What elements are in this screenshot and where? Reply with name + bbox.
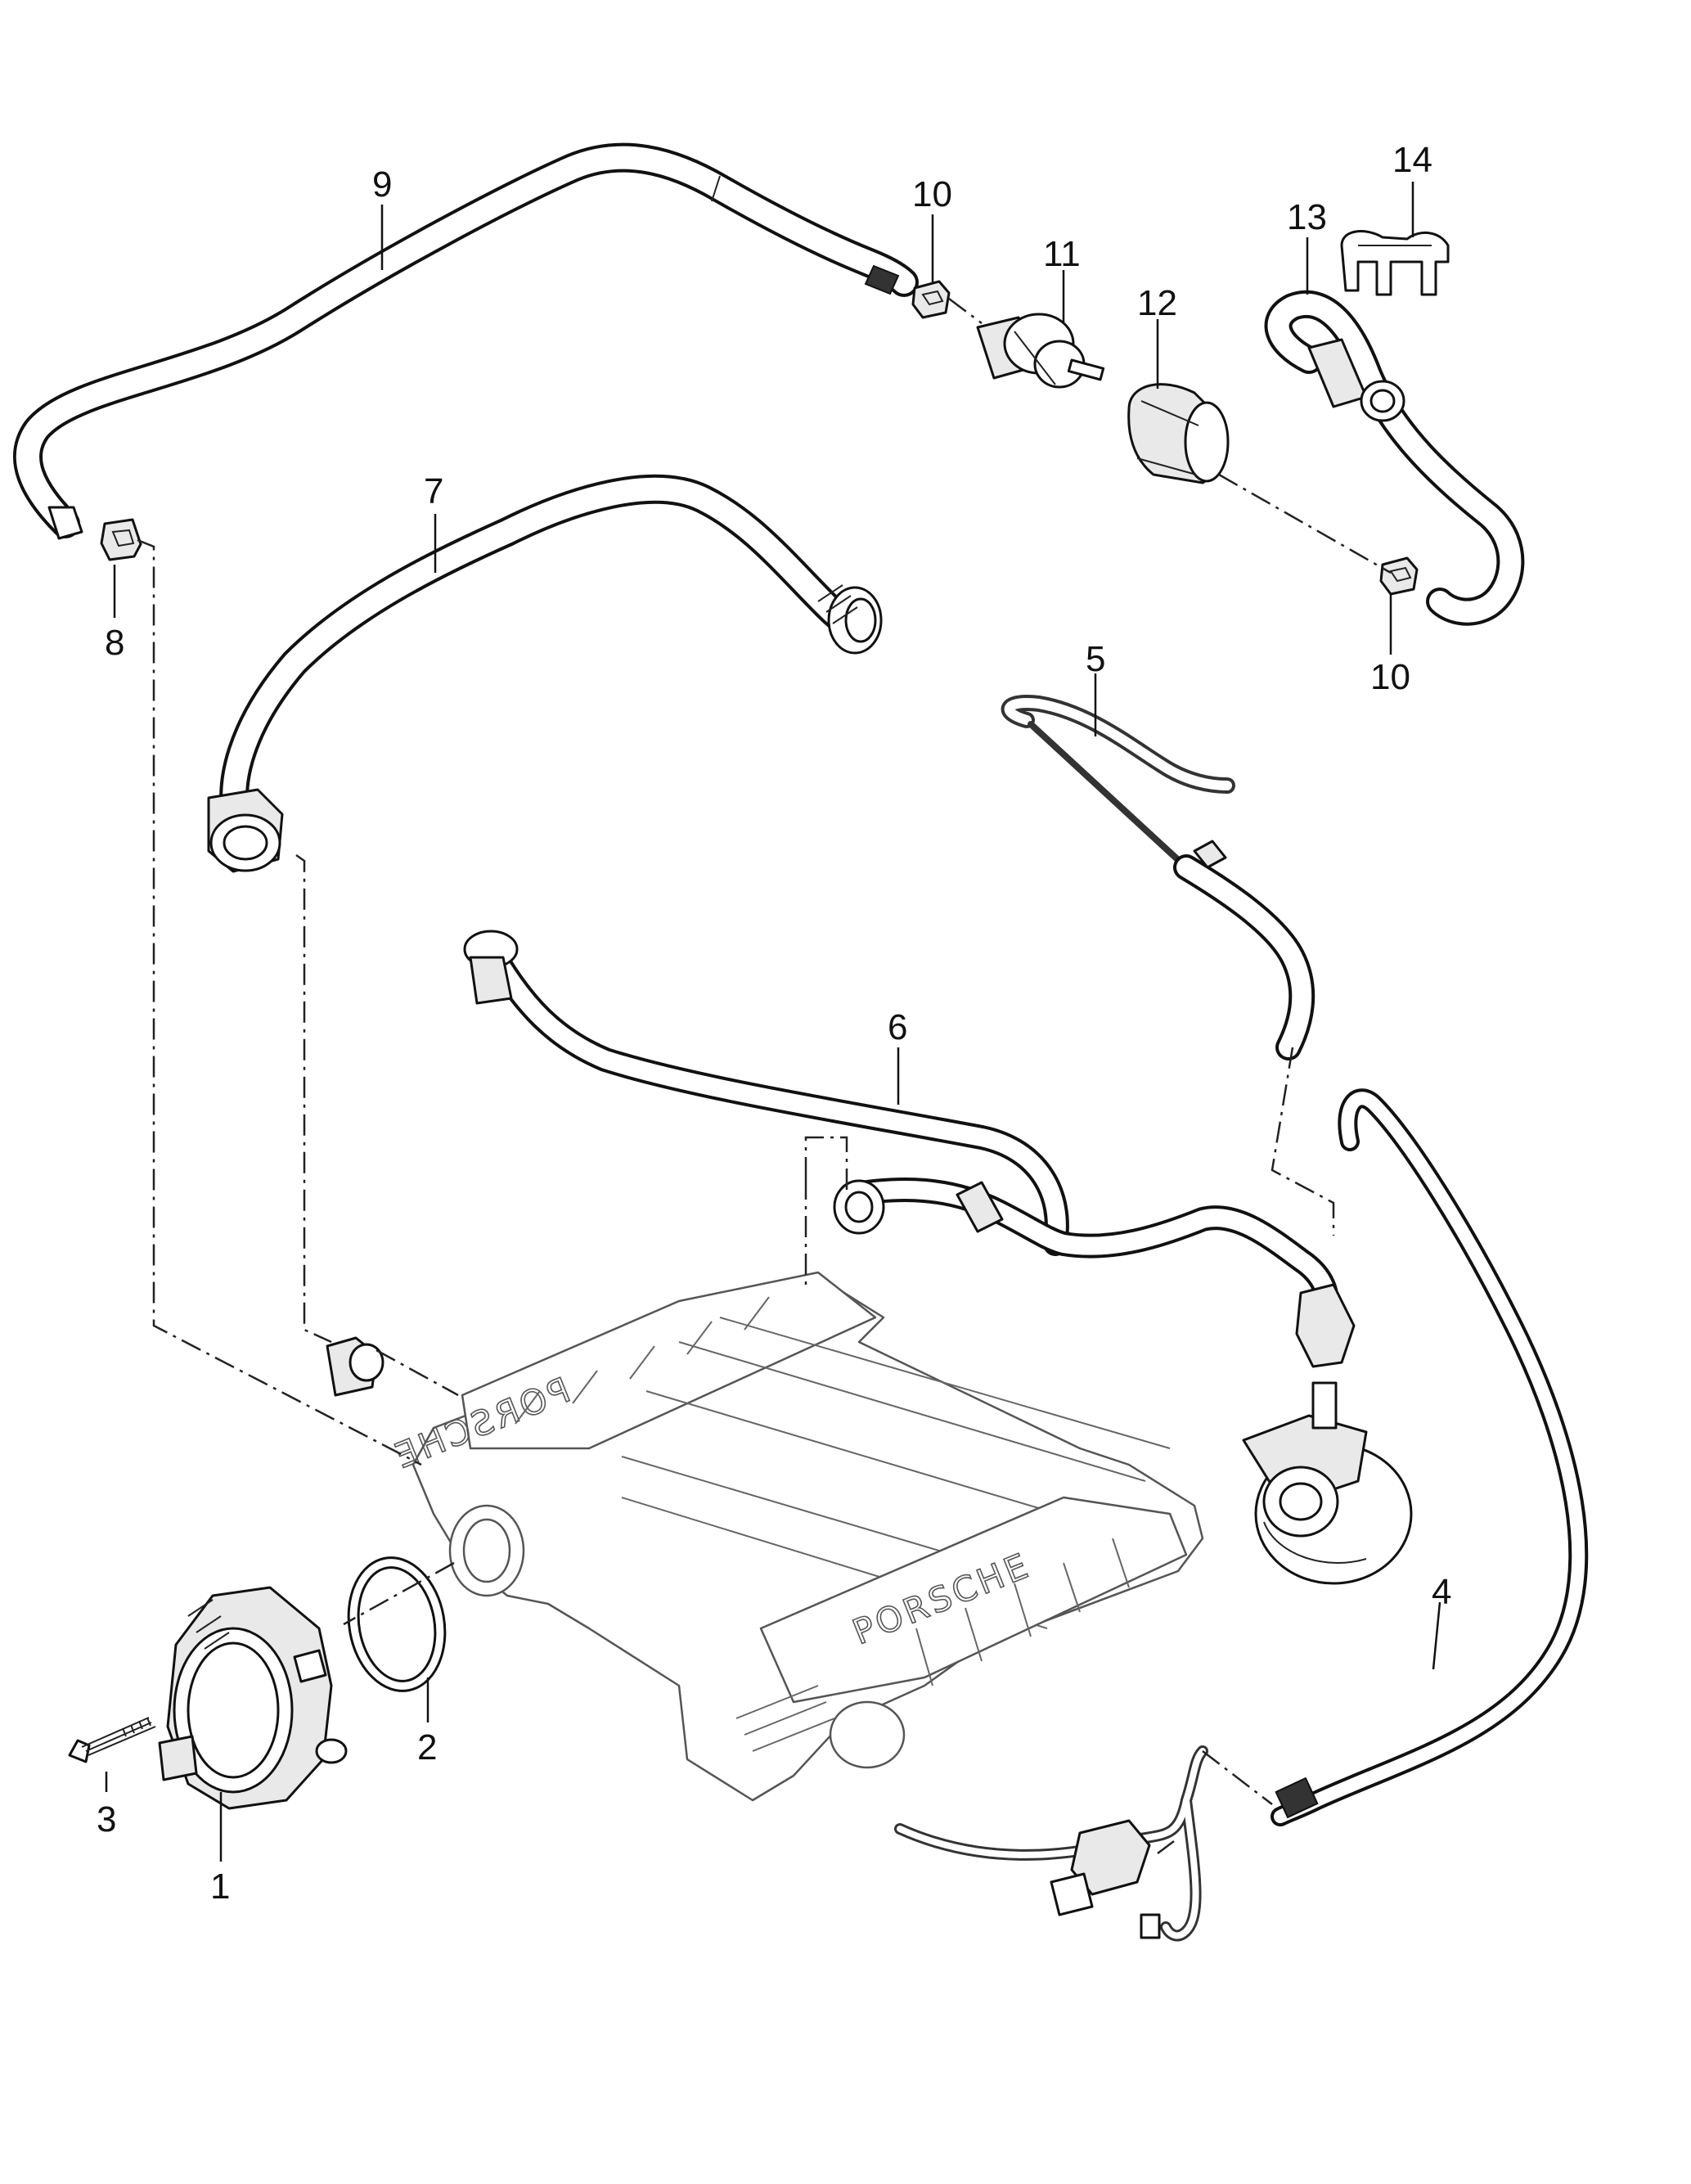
solenoid-line — [894, 1745, 1208, 1942]
clip-8 — [100, 518, 142, 561]
intake-manifold: PORSCHE PORSCHE — [326, 1271, 1204, 1802]
callout-2: 2 — [417, 1727, 437, 1767]
vacuum-pump — [1242, 1381, 1413, 1585]
valve-11 — [976, 313, 1105, 389]
callout-1: 1 — [210, 1867, 230, 1907]
callout-10-upper: 10 — [912, 174, 952, 214]
callouts: 1 2 3 4 5 6 7 8 9 10 10 11 12 13 14 — [97, 140, 1451, 1907]
filter-12 — [1127, 383, 1230, 484]
callout-13: 13 — [1287, 197, 1327, 237]
callout-5: 5 — [1086, 639, 1105, 679]
callout-12: 12 — [1137, 283, 1177, 323]
bolt-3 — [68, 1717, 156, 1763]
callout-7: 7 — [424, 471, 443, 511]
hose-13 — [1264, 290, 1525, 626]
callout-14: 14 — [1392, 140, 1432, 180]
clip-14 — [1340, 230, 1450, 296]
callout-6: 6 — [888, 1007, 907, 1047]
hose-4 — [1270, 1088, 1589, 1826]
callout-11: 11 — [1043, 234, 1081, 274]
hose-9 — [13, 142, 919, 540]
clip-10-upper — [911, 280, 951, 319]
callout-10-lower: 10 — [1370, 657, 1410, 697]
throttle-body-1 — [158, 1586, 348, 1810]
callout-3: 3 — [97, 1799, 116, 1840]
callout-9: 9 — [372, 164, 392, 205]
assembly-lines — [137, 298, 1392, 1854]
hose-7 — [207, 474, 883, 873]
leader-lines — [105, 182, 1441, 1862]
hose-6 — [463, 930, 1356, 1368]
hose-5 — [1001, 695, 1315, 1060]
clip-10-lower — [1379, 556, 1419, 596]
gasket-2 — [347, 1556, 447, 1692]
callout-4: 4 — [1432, 1572, 1451, 1612]
callout-8: 8 — [105, 623, 124, 663]
